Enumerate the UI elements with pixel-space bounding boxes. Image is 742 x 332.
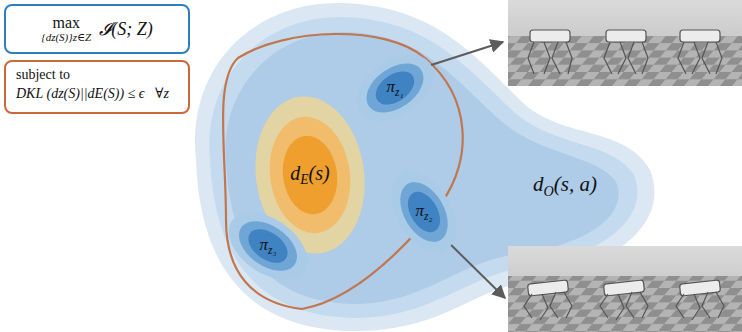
skill-distribution: πz₃	[228, 221, 308, 271]
label-text: π	[259, 235, 268, 254]
robot-rollout	[508, 0, 742, 86]
label-text: z₃	[268, 244, 277, 257]
skill-distribution: πz₁	[356, 63, 434, 113]
label-text: DKL (dz(S)||dE(S)) ≤ ϵ ∀z	[16, 85, 178, 104]
objective-box: max{dz(S)}z∈Z 𝓘(S; Z)	[4, 4, 190, 54]
label-text: z₁	[395, 86, 404, 99]
occupancy-region: dO(s, a)πz₁dE(s)πz₃πz₂	[190, 0, 650, 332]
label-text: d	[290, 162, 300, 184]
label-text: z₂	[424, 210, 433, 223]
label-text: max	[52, 15, 80, 32]
label-text: E	[300, 172, 308, 187]
robot-rollout	[508, 246, 742, 332]
label-text: {dz(S)}z∈Z	[41, 32, 91, 44]
label-text: π	[386, 77, 395, 96]
label-text: π	[415, 201, 424, 220]
label-text: (s, a)	[554, 172, 597, 196]
label-text: subject to	[16, 66, 178, 85]
skill-distribution: πz₂	[384, 187, 464, 237]
constraint-box: subject toDKL (dz(S)||dE(S)) ≤ ϵ ∀z	[4, 60, 190, 114]
label-text: d	[533, 172, 544, 196]
label-text: 𝓘(S; Z)	[99, 19, 153, 40]
label-text: O	[544, 183, 554, 199]
label-text: (s)	[309, 162, 330, 184]
